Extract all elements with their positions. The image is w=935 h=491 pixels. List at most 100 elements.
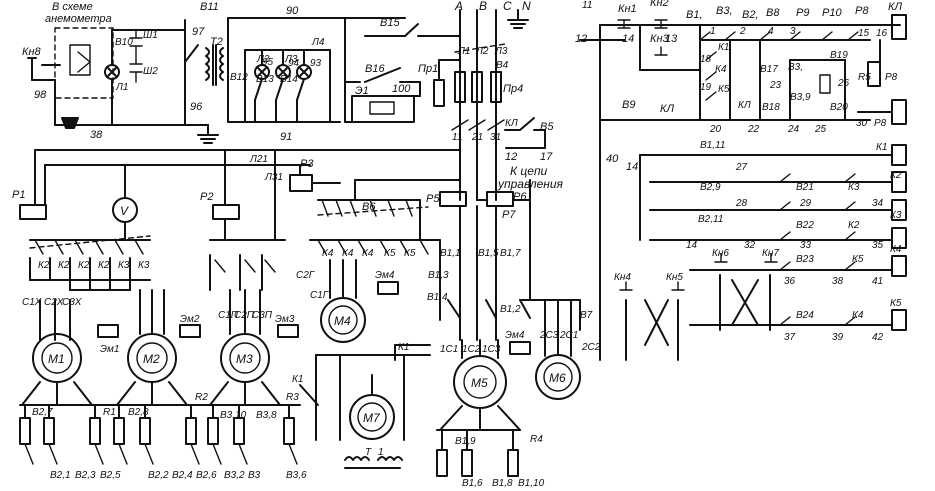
supply-bus xyxy=(433,9,546,201)
label-r-b24r: В24 xyxy=(796,310,814,321)
anemometer-section xyxy=(27,19,224,144)
label-l21: Л21 xyxy=(249,154,268,165)
label-em4b: Эм4 xyxy=(505,330,525,341)
label-kn8: Кн8 xyxy=(22,46,42,58)
label-r1: R1 xyxy=(103,407,116,418)
label-r-15: 15 xyxy=(858,28,870,39)
label-r-11: 11 xyxy=(582,0,592,11)
label-b28: В2,8 xyxy=(128,407,149,418)
label-r-kn7: Кн7 xyxy=(762,248,779,259)
label-b11: В1,1 xyxy=(440,248,461,259)
label-p5: Р5 xyxy=(426,193,440,205)
label-k3a: К3 xyxy=(118,260,130,271)
label-r-p8r: Р8 xyxy=(885,72,898,83)
label-97: 97 xyxy=(192,26,205,38)
label-r-kn2: Кн2 xyxy=(650,0,669,9)
label-b5: В5 xyxy=(540,121,554,133)
label-k2d: К2 xyxy=(98,260,110,271)
label-b7: В7 xyxy=(580,310,593,321)
label-r-b2top: В2, xyxy=(742,9,759,21)
label-l31: Л31 xyxy=(264,172,283,183)
label-r-19: 19 xyxy=(700,82,712,93)
label-b36: В3,6 xyxy=(286,470,307,481)
label-k4b: К4 xyxy=(342,248,354,259)
label-p7: Р7 xyxy=(502,209,516,221)
label-r-k4c: К4 xyxy=(852,310,864,321)
label-b15: В1,5 xyxy=(478,248,499,259)
lamp-circuit xyxy=(227,17,461,123)
label-r-b22r: В22 xyxy=(796,220,814,231)
motor-m7-label: M7 xyxy=(363,411,381,425)
label-r4: R4 xyxy=(530,434,543,445)
label-b17: В1,7 xyxy=(500,248,521,259)
label-v11: В11 xyxy=(200,1,219,13)
label-r-38: 38 xyxy=(832,276,844,287)
label-r-34: 34 xyxy=(872,198,884,209)
label-r-b23r: В23 xyxy=(796,254,814,265)
motor-m4 xyxy=(320,259,399,343)
motor-m4-label: M4 xyxy=(334,314,351,328)
contact-row xyxy=(29,235,441,291)
label-21: 21 xyxy=(471,132,483,143)
label-b13: В1,3 xyxy=(428,270,449,281)
label-r-b8: В8 xyxy=(766,7,780,19)
label-100: 100 xyxy=(392,83,411,95)
label-r-b20r: В20 xyxy=(830,102,848,113)
label-r-25: 25 xyxy=(814,124,827,135)
label-c1g: С1Г xyxy=(310,290,330,301)
label-r-r5: R5 xyxy=(858,72,871,83)
label-r-k2: К2 xyxy=(890,170,902,181)
label-kl: КЛ xyxy=(505,118,518,129)
label-b24: В2,4 xyxy=(172,470,193,481)
label-r-1: 1 xyxy=(710,26,716,37)
label-r-27: 27 xyxy=(735,162,748,173)
motor-m2 xyxy=(116,289,201,406)
label-r-12: 12 xyxy=(575,33,587,45)
label-t1: Т xyxy=(365,447,372,458)
label-b23: В2,3 xyxy=(75,470,96,481)
label-b38: В3,8 xyxy=(256,410,277,421)
label-l1: Л1 xyxy=(115,82,128,93)
label-k2b: К2 xyxy=(58,260,70,271)
label-r-b3top: В3, xyxy=(716,5,733,17)
phase-a-label: A xyxy=(454,0,463,13)
label-r-36: 36 xyxy=(784,276,796,287)
label-pr1: Пр1 xyxy=(418,63,438,75)
label-c2x: С2Х xyxy=(44,297,64,308)
label-38: 38 xyxy=(90,129,103,141)
motor-m6 xyxy=(509,299,581,400)
label-r-3: 3 xyxy=(790,26,796,37)
label-sh1: Ш1 xyxy=(143,30,158,41)
label-b110: В1,10 xyxy=(518,478,545,489)
label-c3x: С3Х xyxy=(62,297,82,308)
label-e1: Э1 xyxy=(355,85,369,97)
label-b19: В1,9 xyxy=(455,436,476,447)
label-2c3: 2С3 xyxy=(539,330,559,341)
label-r-41: 41 xyxy=(872,276,883,287)
label-1c2: 1С2 xyxy=(462,344,481,355)
label-r-22: 22 xyxy=(747,124,760,135)
label-v13: В13 xyxy=(256,74,274,85)
label-r-2: 2 xyxy=(739,26,746,37)
label-r-37: 37 xyxy=(784,332,796,343)
label-r-23: 23 xyxy=(769,80,782,91)
label-em2: Эм2 xyxy=(180,314,200,325)
label-94: 94 xyxy=(288,58,300,69)
label-b27: В2,7 xyxy=(32,407,53,418)
anemometer-note-2: анемометра xyxy=(45,13,112,25)
label-fl3: Л3 xyxy=(494,46,508,57)
label-b32: В3,2 xyxy=(224,470,245,481)
label-b3v: В3 xyxy=(248,470,261,481)
label-r-k3b: К3 xyxy=(890,210,902,221)
label-r-kn5: Кн5 xyxy=(666,272,683,283)
label-r-39: 39 xyxy=(832,332,844,343)
label-98: 98 xyxy=(34,89,47,101)
label-v6: В6 xyxy=(362,201,376,213)
label-b26: В2,6 xyxy=(196,470,217,481)
label-r-b21r: В21 xyxy=(796,182,814,193)
label-k4c: К4 xyxy=(362,248,374,259)
label-r-b17: В17 xyxy=(760,64,778,75)
label-r-k4: К4 xyxy=(715,64,727,75)
motor-m5 xyxy=(439,339,521,431)
label-l3: Л3 xyxy=(284,54,298,65)
